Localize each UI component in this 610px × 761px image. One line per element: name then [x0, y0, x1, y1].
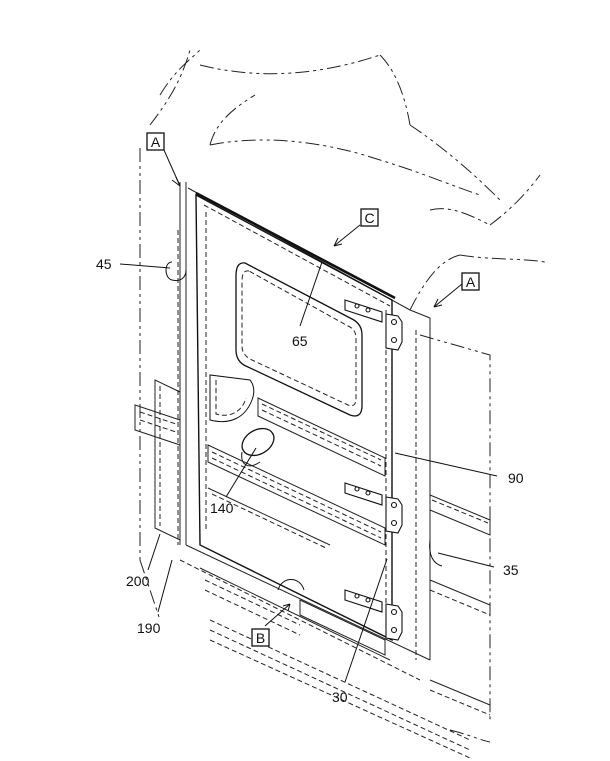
callout-190: 190	[137, 620, 161, 636]
callout-30: 30	[332, 689, 348, 705]
door-stiffeners	[207, 397, 386, 549]
hinge-middle	[344, 482, 403, 534]
door-cutout	[209, 374, 255, 423]
callout-45: 45	[96, 256, 112, 272]
view-label-b: B	[251, 628, 270, 647]
callout-140: 140	[210, 500, 234, 516]
view-label-a-top: A	[146, 132, 165, 151]
callout-90: 90	[508, 470, 524, 486]
lower-structure	[199, 494, 491, 759]
view-label-c: C	[360, 208, 379, 227]
left-side-parts	[134, 261, 187, 541]
leader-lines	[119, 149, 498, 683]
callout-200: 200	[126, 573, 150, 589]
hinge-upper	[344, 299, 403, 351]
door-panel	[195, 191, 396, 642]
svg-text:B: B	[256, 630, 265, 646]
hinge-lower	[344, 589, 403, 641]
view-label-a-right: A	[461, 272, 480, 291]
svg-text:C: C	[364, 210, 374, 226]
svg-text:A: A	[466, 274, 476, 290]
svg-text:A: A	[151, 134, 161, 150]
fuselage-outline	[139, 49, 546, 743]
door-window	[235, 262, 363, 417]
callout-65: 65	[292, 333, 308, 349]
callout-35: 35	[503, 562, 519, 578]
door-knob	[241, 427, 275, 467]
